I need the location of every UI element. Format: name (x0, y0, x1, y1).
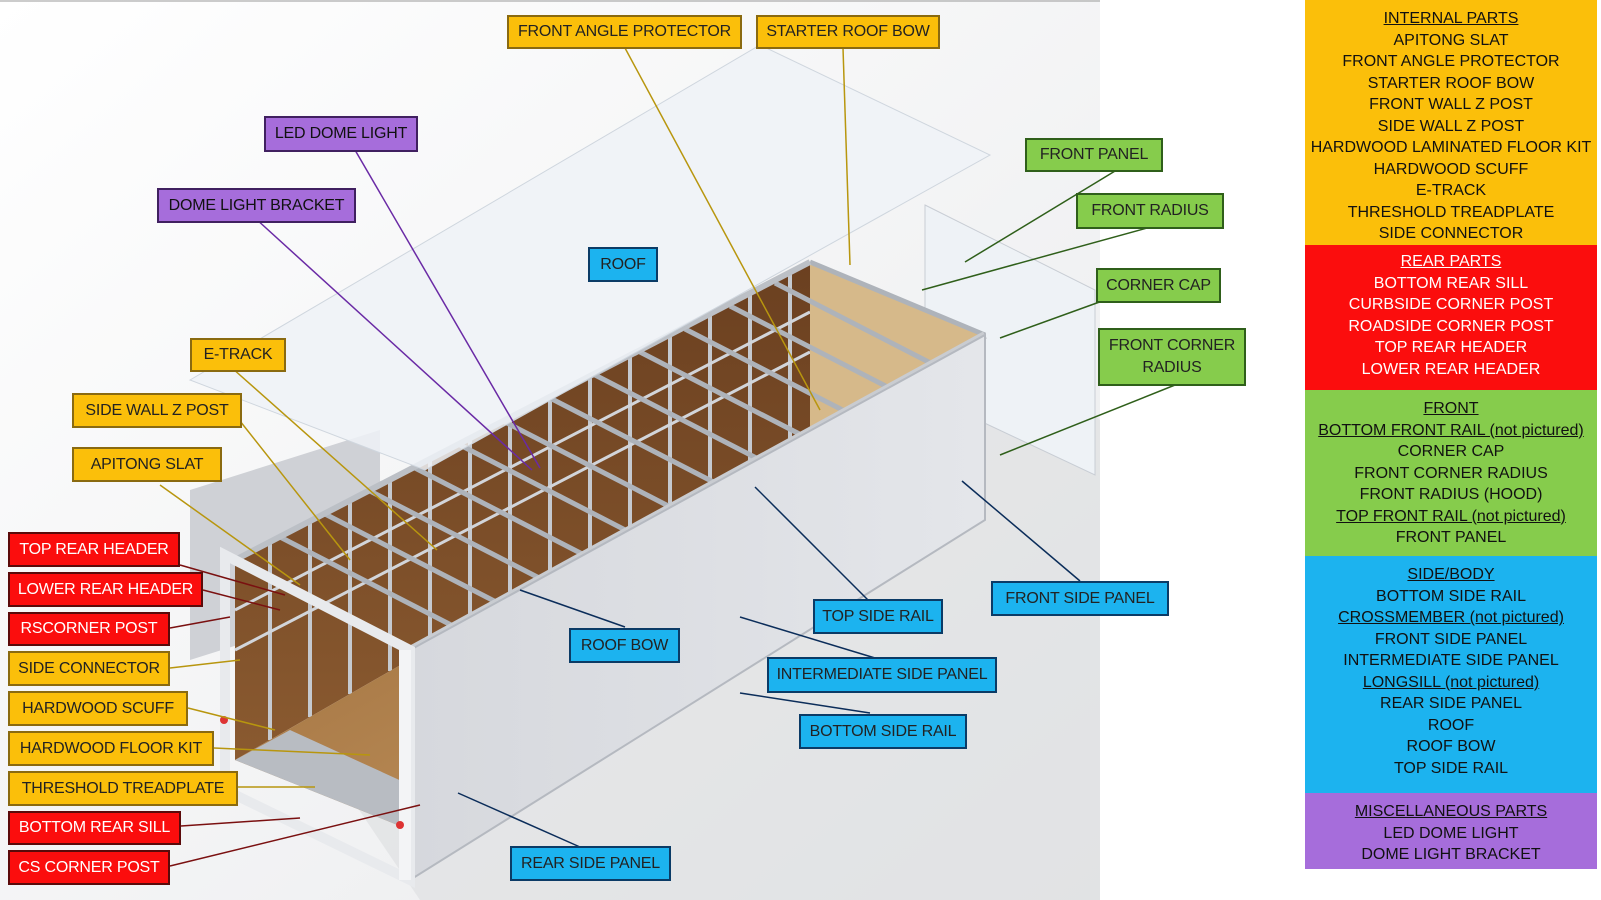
legend-item: FRONT PANEL (1395, 529, 1507, 546)
label-front-radius: FRONT RADIUS (1076, 193, 1224, 229)
label-front-angle-protector: FRONT ANGLE PROTECTOR (507, 15, 742, 49)
label-front-side-panel: FRONT SIDE PANEL (991, 581, 1169, 616)
label-lower-rear-header: LOWER REAR HEADER (8, 572, 203, 607)
legend-rear-parts: REAR PARTS BOTTOM REAR SILL CURBSIDE COR… (1305, 245, 1597, 390)
label-e-track: E-TRACK (190, 338, 286, 372)
label-threshold-treadplate: THRESHOLD TREADPLATE (8, 771, 238, 806)
legend-item: STARTER ROOF BOW (1367, 74, 1535, 92)
legend-item: LED DOME LIGHT (1383, 824, 1519, 842)
legend-item: BOTTOM FRONT RAIL (not pictured) (1318, 421, 1584, 439)
label-roof-bow: ROOF BOW (569, 628, 680, 663)
legend-item: THRESHOLD TREADPLATE (1347, 203, 1555, 221)
legend-item: FRONT RADIUS (HOOD) (1359, 486, 1543, 503)
label-corner-cap: CORNER CAP (1096, 268, 1221, 303)
label-led-dome-light: LED DOME LIGHT (264, 116, 418, 152)
legend-item: SIDE CONNECTOR (1378, 225, 1524, 242)
label-front-corner-radius-line2: RADIUS (1142, 359, 1202, 376)
leader-lines (159, 47, 1176, 867)
legend-item: APITONG SLAT (1393, 31, 1509, 49)
label-bottom-side-rail: BOTTOM SIDE RAIL (799, 714, 967, 749)
label-hardwood-floor-kit: HARDWOOD FLOOR KIT (8, 731, 214, 766)
legend-item: E-TRACK (1415, 182, 1487, 199)
legend-item: ROOF (1427, 716, 1475, 734)
label-cs-corner-post: CS CORNER POST (8, 850, 170, 885)
legend-item: HARDWOOD LAMINATED FLOOR KIT (1310, 139, 1592, 156)
legend-item: FRONT CORNER RADIUS (1354, 464, 1548, 482)
legend-item: FRONT WALL Z POST (1369, 96, 1533, 113)
legend-item: CROSSMEMBER (not pictured) (1338, 609, 1564, 626)
legend-item: SIDE WALL Z POST (1377, 117, 1525, 135)
label-side-connector: SIDE CONNECTOR (8, 651, 170, 686)
legend-item: ROADSIDE CORNER POST (1348, 317, 1554, 335)
legend-item: FRONT SIDE PANEL (1374, 630, 1528, 648)
legend-side-heading: SIDE/BODY (1407, 566, 1495, 583)
legend-item: ROOF BOW (1406, 738, 1496, 755)
legend-item: LONGSILL (not pictured) (1362, 673, 1540, 691)
label-front-panel: FRONT PANEL (1025, 138, 1163, 172)
label-starter-roof-bow: STARTER ROOF BOW (756, 15, 940, 49)
legend-front-heading: FRONT (1423, 400, 1479, 417)
label-top-side-rail: TOP SIDE RAIL (813, 599, 943, 634)
label-hardwood-scuff: HARDWOOD SCUFF (8, 691, 188, 726)
legend-side-body-parts: SIDE/BODY BOTTOM SIDE RAIL CROSSMEMBER (… (1305, 556, 1597, 793)
label-dome-light-bracket: DOME LIGHT BRACKET (157, 188, 356, 223)
label-top-rear-header: TOP REAR HEADER (8, 532, 180, 567)
legend-item: INTERMEDIATE SIDE PANEL (1343, 652, 1559, 669)
label-roof: ROOF (588, 247, 658, 282)
legend-internal-parts: INTERNAL PARTS APITONG SLAT FRONT ANGLE … (1305, 0, 1597, 245)
legend-item: BOTTOM REAR SILL (1373, 274, 1529, 292)
label-rear-side-panel: REAR SIDE PANEL (510, 846, 671, 881)
legend-item: REAR SIDE PANEL (1380, 695, 1522, 712)
legend-item: TOP REAR HEADER (1374, 339, 1528, 356)
label-front-corner-radius-line1: FRONT CORNER (1108, 337, 1236, 354)
legend-front-parts: FRONT BOTTOM FRONT RAIL (not pictured) C… (1305, 390, 1597, 556)
legend-item: TOP SIDE RAIL (1393, 759, 1509, 777)
legend-item: DOME LIGHT BRACKET (1361, 846, 1541, 863)
legend-item: HARDWOOD SCUFF (1373, 160, 1529, 178)
label-rs-corner-post: RSCORNER POST (8, 612, 170, 646)
legend-item: LOWER REAR HEADER (1361, 360, 1541, 378)
legend-misc-heading: MISCELLANEOUS PARTS (1354, 803, 1548, 820)
legend-miscellaneous-parts: MISCELLANEOUS PARTS LED DOME LIGHT DOME … (1305, 793, 1597, 869)
legend-item: FRONT ANGLE PROTECTOR (1342, 53, 1560, 70)
legend-item: CORNER CAP (1397, 443, 1505, 460)
legend-internal-heading: INTERNAL PARTS (1383, 10, 1519, 27)
label-apitong-slat: APITONG SLAT (72, 447, 222, 482)
label-intermediate-side-panel: INTERMEDIATE SIDE PANEL (767, 657, 997, 693)
legend-item: TOP FRONT RAIL (not pictured) (1336, 507, 1566, 525)
legend-rear-heading: REAR PARTS (1400, 253, 1502, 270)
legend-item: CURBSIDE CORNER POST (1348, 296, 1554, 313)
legend-item: BOTTOM SIDE RAIL (1376, 587, 1526, 605)
label-bottom-rear-sill: BOTTOM REAR SILL (8, 811, 181, 845)
label-front-corner-radius: FRONT CORNER RADIUS (1098, 328, 1246, 386)
label-side-wall-z-post: SIDE WALL Z POST (72, 393, 242, 428)
